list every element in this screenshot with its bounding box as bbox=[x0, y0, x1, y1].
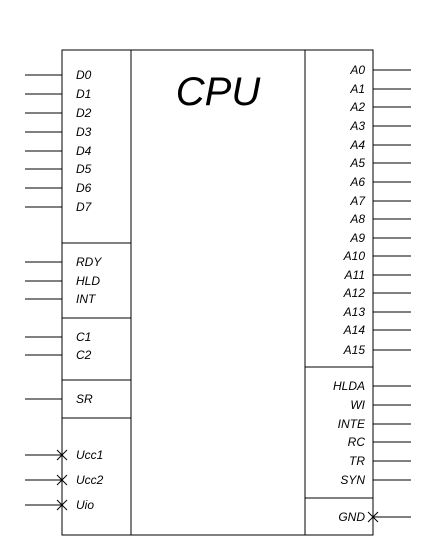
left-column bbox=[61, 49, 132, 536]
pin-label: A9 bbox=[349, 231, 365, 245]
pin-a8: A8 bbox=[349, 212, 411, 226]
pin-rc: RC bbox=[348, 435, 411, 449]
chip-title: CPU bbox=[176, 70, 262, 114]
pin-hlda: HLDA bbox=[333, 379, 411, 393]
pin-label: WI bbox=[350, 398, 365, 412]
pin-label: A10 bbox=[343, 249, 366, 263]
pin-inte: INTE bbox=[338, 417, 411, 431]
pin-c1: C1 bbox=[25, 330, 91, 344]
pin-a12: A12 bbox=[343, 286, 411, 300]
pin-a6: A6 bbox=[349, 175, 411, 189]
pin-label: A7 bbox=[349, 194, 366, 208]
pin-label: D1 bbox=[76, 87, 91, 101]
chip-outline bbox=[61, 49, 374, 536]
pin-label: SYN bbox=[340, 473, 365, 487]
pin-d3: D3 bbox=[25, 125, 92, 139]
pin-d5: D5 bbox=[25, 162, 92, 176]
pin-a7: A7 bbox=[349, 194, 411, 208]
pin-label: A11 bbox=[344, 268, 365, 282]
pin-label: A12 bbox=[343, 286, 366, 300]
pin-d6: D6 bbox=[25, 181, 92, 195]
pin-a15: A15 bbox=[343, 343, 411, 357]
pin-d0: D0 bbox=[25, 68, 92, 82]
pin-a10: A10 bbox=[343, 249, 411, 263]
pin-label: D2 bbox=[76, 106, 92, 120]
pin-label: HLDA bbox=[333, 379, 365, 393]
pin-label: INT bbox=[76, 292, 97, 306]
pin-hld: HLD bbox=[25, 274, 100, 288]
pin-tr: TR bbox=[349, 454, 411, 468]
pin-label: A2 bbox=[349, 100, 365, 114]
pin-label: C1 bbox=[76, 330, 91, 344]
pin-rdy: RDY bbox=[25, 255, 102, 269]
pin-label: HLD bbox=[76, 274, 100, 288]
pin-gnd: GND bbox=[338, 510, 411, 524]
no-connect-cross-icon bbox=[56, 449, 68, 461]
pin-label: A6 bbox=[349, 175, 365, 189]
pin-ucc1: Ucc1 bbox=[25, 448, 103, 462]
right-pins: A0A1A2A3A4A5A6A7A8A9A10A11A12A13A14A15HL… bbox=[333, 63, 411, 524]
pin-d2: D2 bbox=[25, 106, 92, 120]
pin-a11: A11 bbox=[344, 268, 411, 282]
pin-a4: A4 bbox=[349, 138, 411, 152]
pin-a0: A0 bbox=[349, 63, 411, 77]
pin-label: A4 bbox=[349, 138, 365, 152]
pin-a3: A3 bbox=[349, 119, 411, 133]
pin-label: D3 bbox=[76, 125, 92, 139]
pin-d4: D4 bbox=[25, 144, 92, 158]
pin-label: RC bbox=[348, 435, 366, 449]
pin-label: A1 bbox=[349, 82, 365, 96]
pin-a5: A5 bbox=[349, 156, 411, 170]
pin-label: D0 bbox=[76, 68, 92, 82]
pin-label: C2 bbox=[76, 348, 92, 362]
pin-label: A15 bbox=[343, 343, 366, 357]
pin-d7: D7 bbox=[25, 200, 93, 214]
pin-label: A5 bbox=[349, 156, 365, 170]
pin-a9: A9 bbox=[349, 231, 411, 245]
no-connect-cross-icon bbox=[367, 511, 379, 523]
pin-label: Ucc2 bbox=[76, 473, 104, 487]
pin-label: Ucc1 bbox=[76, 448, 103, 462]
pin-label: TR bbox=[349, 454, 365, 468]
pin-ucc2: Ucc2 bbox=[25, 473, 104, 487]
pin-d1: D1 bbox=[25, 87, 91, 101]
pin-label: A0 bbox=[349, 63, 365, 77]
pin-wi: WI bbox=[350, 398, 411, 412]
group-dividers bbox=[62, 242, 373, 499]
pin-label: D5 bbox=[76, 162, 92, 176]
pin-c2: C2 bbox=[25, 348, 92, 362]
pin-label: RDY bbox=[76, 255, 102, 269]
no-connect-cross-icon bbox=[56, 499, 68, 511]
pin-label: D7 bbox=[76, 200, 93, 214]
pin-label: Uio bbox=[76, 498, 94, 512]
pin-label: INTE bbox=[338, 417, 366, 431]
no-connect-cross-icon bbox=[56, 474, 68, 486]
pin-label: SR bbox=[76, 392, 93, 406]
pin-label: A3 bbox=[349, 119, 365, 133]
pin-label: D6 bbox=[76, 181, 92, 195]
pin-label: D4 bbox=[76, 144, 92, 158]
pin-uio: Uio bbox=[25, 498, 94, 512]
pin-a2: A2 bbox=[349, 100, 411, 114]
pin-sr: SR bbox=[25, 392, 93, 406]
pin-a1: A1 bbox=[349, 82, 411, 96]
pin-label: GND bbox=[338, 510, 365, 524]
center-body bbox=[130, 49, 306, 536]
pin-int: INT bbox=[25, 292, 97, 306]
pin-label: A8 bbox=[349, 212, 365, 226]
pin-label: A13 bbox=[343, 305, 366, 319]
pin-a13: A13 bbox=[343, 305, 411, 319]
pin-label: A14 bbox=[343, 323, 366, 337]
pin-syn: SYN bbox=[340, 473, 411, 487]
pin-a14: A14 bbox=[343, 323, 411, 337]
